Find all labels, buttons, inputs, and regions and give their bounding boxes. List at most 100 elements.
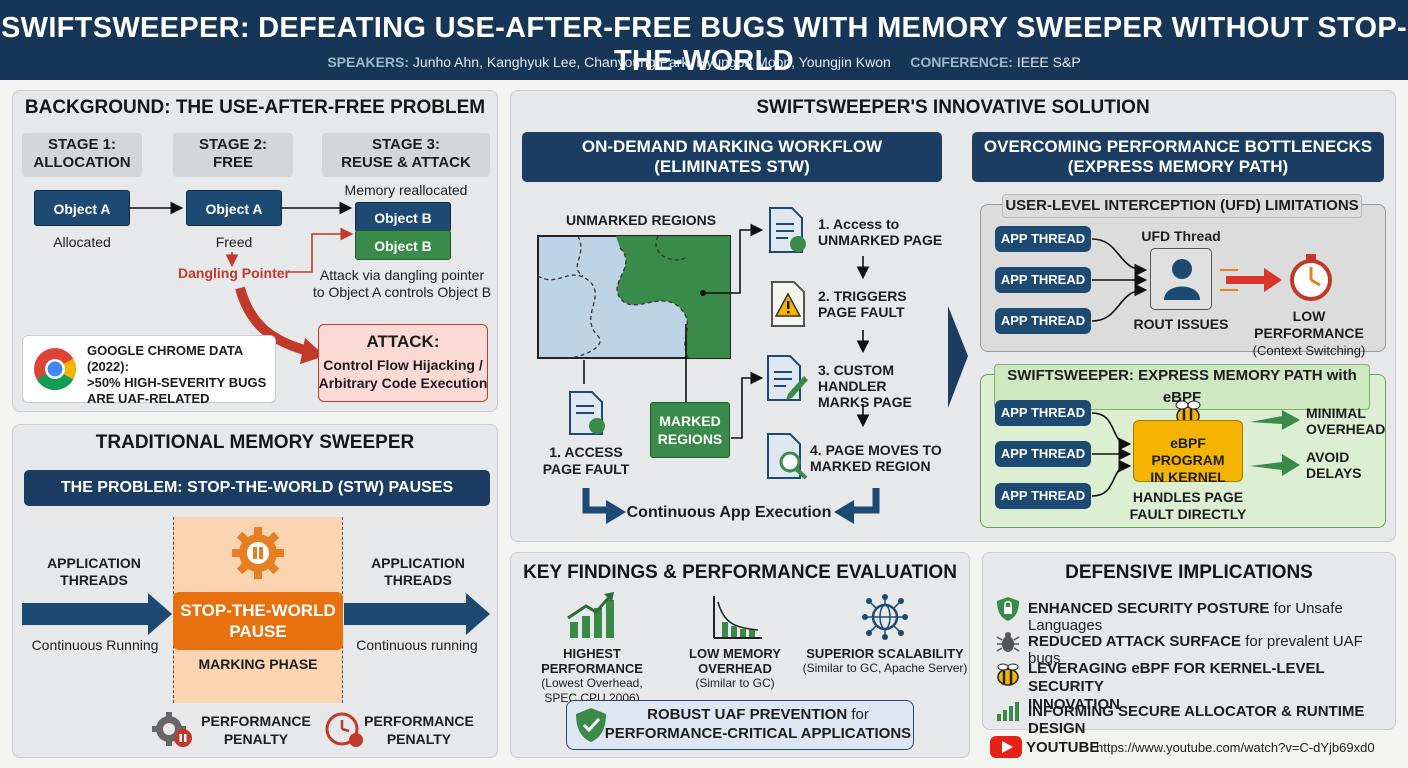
attack-line1: Control Flow Hijacking / [323,357,483,373]
step4-line2: MARKED REGION [810,458,931,474]
finding-scalability: SUPERIOR SCALABILITY(Similar to GC, Apac… [800,646,970,676]
ebpf-prog-line1: eBPF PROGRAM [1151,435,1225,468]
shield-check-icon [576,708,606,742]
robust-line2: PERFORMANCE-CRITICAL APPLICATIONS [604,725,912,742]
ufd-title: USER-LEVEL INTERCEPTION (UFD) LIMITATION… [1002,194,1362,218]
robust-uaf-box [566,700,914,750]
chrome-icon [34,348,77,391]
ebpf-prog-line2: IN KERNEL [1150,469,1226,485]
speakers-label: SPEAKERS: [327,54,410,70]
step3-line1: 3. CUSTOM HANDLER [818,362,894,394]
i3-line1: LEVERAGING eBPF FOR KERNEL-LEVEL SECURIT… [1028,660,1325,695]
f2-line3: (Similar to GC) [695,676,775,690]
bug-icon [996,632,1020,652]
page-title: SWIFTSWEEPER: DEFEATING USE-AFTER-FREE B… [1,12,1407,77]
shield-lock-icon [997,597,1019,621]
f3-line2: (Similar to GC, Apache Server) [802,661,968,675]
f1-line1: HIGHEST PERFORMANCE [541,646,643,676]
stage1-line2: ALLOCATION [33,154,131,171]
robust-bold: ROBUST UAF PREVENTION [647,706,848,723]
perf-line2: (EXPRESS MEMORY PATH) [1067,157,1289,176]
step2-line2: PAGE FAULT [818,304,905,320]
youtube-label: YOUTUBE [1026,739,1100,756]
stage1-line1: STAGE 1: [47,136,117,153]
lowperf-line1: LOW PERFORMANCE [1254,308,1364,341]
handler-page-icon [767,355,808,401]
solution-title: SWIFTSWEEPER'S INNOVATIVE SOLUTION [756,97,1150,118]
implication-2: REDUCED ATTACK SURFACE for prevalent UAF… [1028,633,1388,667]
robust-uaf-text: ROBUST UAF PREVENTION for PERFORMANCE-CR… [604,705,912,743]
stage1-label: STAGE 1:ALLOCATION [22,133,142,177]
stage2-line2: FREE [212,154,253,171]
bee-small-icon [997,663,1019,686]
unmarked-page-icon [769,207,806,253]
step2-line1: 2. TRIGGERS [818,288,907,304]
f1-line2: (Lowest Overhead, [541,676,643,690]
access-page-icon [569,391,605,435]
chrome-line3: ARE UAF-RELATED [87,391,210,406]
youtube-icon[interactable] [990,736,1022,758]
warning-page-icon [771,281,805,327]
odm-banner: ON-DEMAND MARKING WORKFLOW(ELIMINATES ST… [522,132,942,182]
attack-title: ATTACK: [366,332,440,351]
chrome-line2: >50% HIGH-SEVERITY BUGS [87,375,267,390]
f3-line1: SUPERIOR SCALABILITY [806,646,964,661]
stage2-line1: STAGE 2: [198,136,268,153]
access-line2: PAGE FAULT [542,461,630,477]
i3-line2: INNOVATION [1028,696,1120,713]
step4-line1: 4. PAGE MOVES TO [810,442,942,458]
youtube-url[interactable]: https://www.youtube.com/watch?v=C-dYjb69… [1096,740,1375,755]
header-banner: SWIFTSWEEPER: DEFEATING USE-AFTER-FREE B… [0,0,1408,80]
penalty2-line1: PERFORMANCE [364,713,474,729]
bar-chart-icon [997,702,1019,721]
step1-line1: 1. Access to [818,216,900,232]
attack-line2: Arbitrary Code Execution [318,375,488,391]
gear-pause-icon [232,527,284,579]
ufd-app-thread-1: APP THREAD [995,226,1091,252]
perf-line1: OVERCOMING PERFORMANCE BOTTLENECKS [983,137,1373,156]
low-performance: LOW PERFORMANCE (Context Switching) [1238,308,1380,359]
f2-line2: OVERHEAD [698,661,772,676]
attack-note-line2: to Object A controls Object B [312,284,492,300]
traditional-title: TRADITIONAL MEMORY SWEEPER [95,432,415,453]
ebpf-app-thread-3: APP THREAD [995,483,1091,509]
continuous-running-left: Continuous Running [31,637,159,653]
marking-phase-label: MARKING PHASE [198,656,318,672]
marked-line1: MARKED [659,413,721,429]
chrome-stat-text: GOOGLE CHROME DATA (2022):>50% HIGH-SEVE… [87,343,273,407]
findings-title: KEY FINDINGS & PERFORMANCE EVALUATION [523,562,957,583]
minimal-line1: MINIMAL [1306,405,1366,421]
implication-3: LEVERAGING eBPF FOR KERNEL-LEVEL SECURIT… [1028,660,1388,714]
ebpf-app-thread-1: APP THREAD [995,400,1091,426]
attack-description: Control Flow Hijacking / Arbitrary Code E… [318,356,488,392]
lowperf-line2: (Context Switching) [1252,343,1366,358]
stage3-line1: STAGE 3: [371,136,441,153]
object-a-freed: Object A [186,190,282,226]
f2-line1: LOW MEMORY [689,646,781,661]
memory-region-map [537,235,731,359]
speakers-line: SPEAKERS: Junho Ahn, Kanghyuk Lee, Chany… [0,54,1408,70]
ufd-app-thread-2: APP THREAD [995,267,1091,293]
stage2-label: STAGE 2:FREE [173,133,293,177]
stage3-line2: REUSE & ATTACK [341,154,471,171]
user-icon [1164,259,1200,300]
rout-issues: ROUT ISSUES [1133,316,1229,332]
defensive-panel [982,552,1396,730]
background-title: BACKGROUND: THE USE-AFTER-FREE PROBLEM [24,97,486,118]
object-a-allocated: Object A [34,190,130,226]
app-left-line2: THREADS [60,572,128,588]
penalty1-line1: PERFORMANCE [201,713,311,729]
robust-for: for [847,706,869,723]
stage3-label: STAGE 3:REUSE & ATTACK [322,133,490,177]
memory-reallocated: Memory reallocated [344,182,468,198]
unmarked-regions-label: UNMARKED REGIONS [566,212,717,228]
